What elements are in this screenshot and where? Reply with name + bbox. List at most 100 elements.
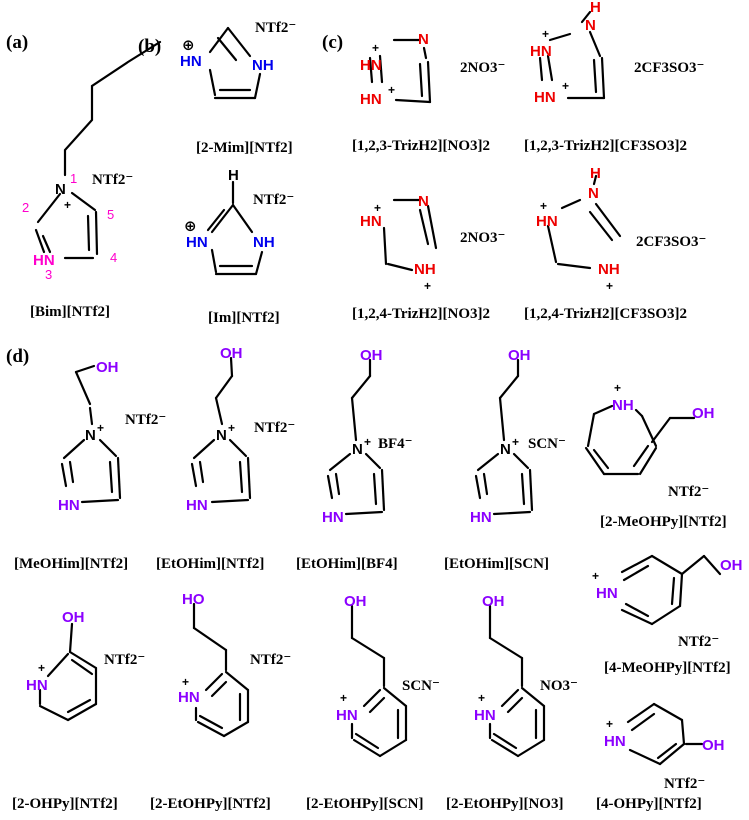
label-4-meohpy: [4-MeOHPy][NTf2] [604, 660, 731, 676]
bond-line [253, 72, 262, 100]
atom-n-plus: N [500, 441, 511, 458]
structure-124-triz-no3: N HN + NH + 2NO3⁻ [360, 193, 505, 293]
bond-line [108, 460, 114, 494]
label-4-ohpy: [4-OHPy][NTf2] [596, 796, 702, 812]
bond-line [116, 456, 122, 500]
bond-line [632, 444, 650, 468]
bond-line [500, 688, 520, 708]
bond-line [368, 56, 374, 84]
anion-ntf2: NTf2⁻ [92, 172, 133, 188]
atom-oh: OH [360, 347, 383, 364]
atom-hn: HN [470, 509, 492, 526]
bond-line [74, 370, 92, 406]
anion-ntf2: NTf2⁻ [250, 652, 291, 668]
structure-2-etohpy-ntf2: HO HN + NTf2⁻ [178, 591, 291, 738]
bond-line [488, 636, 524, 660]
bond-line [68, 622, 74, 654]
panel-label-a: (a) [6, 32, 28, 53]
bond-line [490, 738, 520, 758]
anion-ntf2: NTf2⁻ [668, 484, 709, 500]
atom-oh: OH [720, 557, 743, 574]
atom-hn-plus: HN [536, 213, 558, 230]
atom-oh: OH [96, 359, 119, 376]
bond-line [380, 468, 386, 512]
atom-h: H [590, 165, 601, 182]
bond-line [192, 626, 228, 652]
bond-line [548, 32, 572, 42]
bond-line [350, 374, 372, 400]
bond-line [680, 718, 686, 746]
atom-nh-plus: NH [612, 397, 634, 414]
bond-line [474, 474, 482, 500]
atom-hn-plus: HN [186, 234, 208, 251]
bond-line [60, 462, 68, 488]
bond-line [38, 704, 70, 722]
label-im: [Im][NTf2] [208, 310, 280, 326]
bond-line [66, 702, 98, 722]
bond-line [592, 404, 614, 416]
bond-line [228, 438, 248, 458]
bond-line [214, 374, 234, 400]
bond-line [206, 208, 226, 232]
bond-line [584, 446, 606, 476]
charge-plus: + [592, 569, 599, 583]
bond-line [208, 26, 230, 54]
bond-line [650, 604, 682, 626]
bond-n1-c2 [36, 192, 62, 224]
charge-plus: + [97, 421, 104, 435]
structure-123-triz-no3: N HN + HN + 2NO3⁻ [360, 31, 505, 108]
bond-line [334, 472, 341, 496]
bond-line [229, 356, 234, 378]
bond-line [222, 720, 250, 738]
bond-line [354, 732, 380, 750]
bond-line [352, 738, 382, 758]
atom-oh: OH [344, 593, 367, 610]
atom-n: N [418, 31, 429, 48]
label-etohim-scn: [EtOHim][SCN] [444, 556, 549, 572]
atom-ho: HO [182, 591, 205, 608]
structure-2-meohpy: NH + OH NTf2⁻ [584, 381, 715, 500]
circled-plus: ⊕ [182, 37, 195, 54]
charge-plus: + [478, 691, 485, 705]
charge-plus-a: + [540, 199, 547, 213]
bond-line [344, 510, 384, 516]
label-123-triz-otf: [1,2,3-TrizH2][CF3SO3]2 [524, 138, 687, 154]
bond-line [86, 214, 91, 252]
bond-line [580, 10, 592, 24]
bond-line [226, 26, 252, 58]
bond-line [246, 456, 252, 500]
charge-plus-2: + [372, 41, 379, 55]
bond-line [68, 460, 75, 484]
bond-line [386, 262, 414, 272]
bond-line [498, 374, 520, 400]
charge-plus: + [614, 381, 621, 395]
atom-oh: OH [702, 737, 725, 754]
atom-n-plus: N [352, 441, 363, 458]
atom-n1: N [55, 181, 66, 198]
bond-line [426, 204, 438, 250]
bond-line [98, 438, 118, 458]
atom-nh: NH [252, 57, 274, 74]
bond-line [586, 412, 596, 448]
label-2-meohpy: [2-MeOHPy][NTf2] [600, 514, 727, 530]
atom-hn-plus: HN [596, 585, 618, 602]
atom-h: H [228, 167, 239, 184]
panel-label-c: (c) [322, 32, 343, 53]
label-etohim-bf4: [EtOHim][BF4] [296, 556, 398, 572]
charge-plus: + [64, 198, 71, 212]
label-2-etohpy-scn: [2-EtOHPy][SCN] [306, 796, 423, 812]
num-2: 2 [22, 200, 29, 215]
atom-hn-plus: HN [360, 213, 382, 230]
bond-line [372, 472, 378, 506]
bond-line [210, 248, 218, 274]
label-2-ohpy: [2-OHPy][NTf2] [12, 796, 118, 812]
bond-line [190, 462, 198, 488]
bond-line [650, 416, 672, 444]
bond-line [204, 672, 224, 692]
charge-plus: + [606, 717, 613, 731]
charge-plus: + [38, 661, 45, 675]
num-4: 4 [110, 250, 117, 265]
structure-etohim-ntf2: OH N + HN NTf2⁻ [186, 345, 295, 514]
bond-line [382, 226, 388, 266]
bond-line [231, 203, 254, 234]
